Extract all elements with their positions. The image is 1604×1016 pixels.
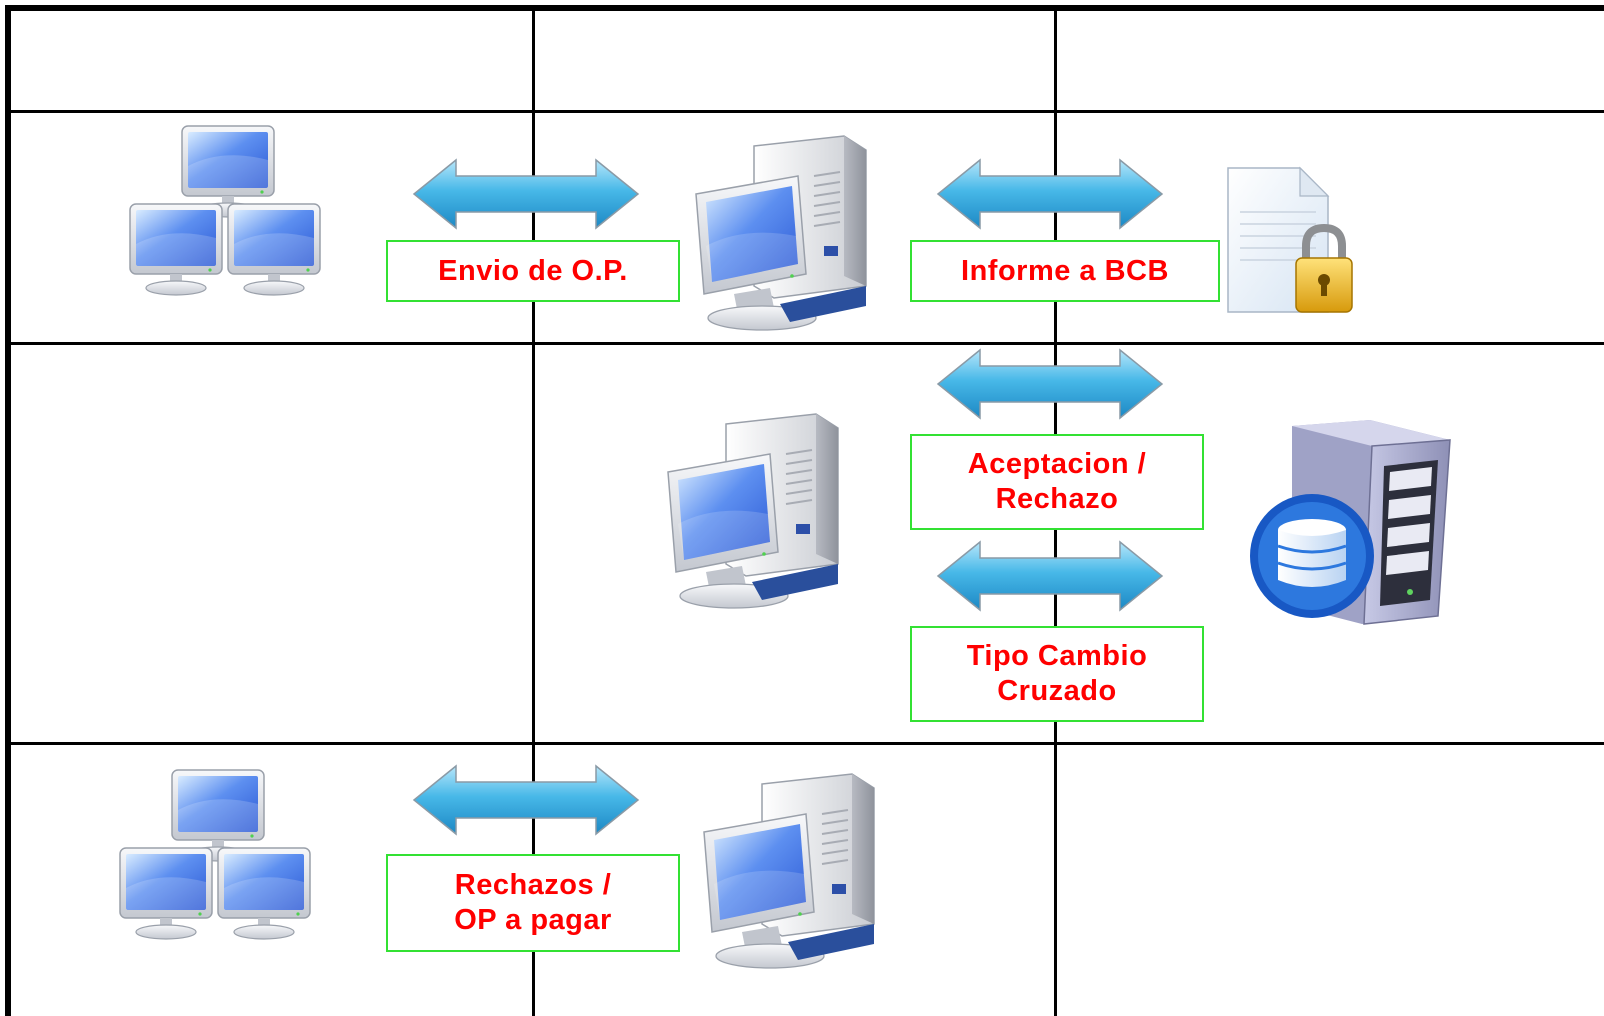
grid-left-border bbox=[5, 5, 11, 1016]
label-rechazos: Rechazos / OP a pagar bbox=[386, 854, 680, 952]
desktop-computer-icon bbox=[703, 773, 875, 969]
label-tipo-cambio: Tipo Cambio Cruzado bbox=[910, 626, 1204, 722]
desktop-computer-icon bbox=[667, 413, 839, 609]
double-arrow-icon bbox=[413, 765, 639, 835]
grid-top-border bbox=[5, 5, 1604, 11]
label-informe: Informe a BCB bbox=[910, 240, 1220, 302]
label-aceptacion: Aceptacion / Rechazo bbox=[910, 434, 1204, 530]
database-server-icon bbox=[1250, 420, 1451, 625]
grid-row-line bbox=[5, 342, 1604, 345]
network-computers-icon bbox=[120, 770, 310, 939]
label-envio: Envio de O.P. bbox=[386, 240, 680, 302]
desktop-computer-icon bbox=[695, 135, 867, 331]
locked-document-icon bbox=[1227, 166, 1353, 313]
grid-column-line bbox=[532, 5, 535, 1016]
network-computers-icon bbox=[130, 126, 320, 295]
double-arrow-icon bbox=[937, 349, 1163, 419]
grid-row-line bbox=[5, 110, 1604, 113]
double-arrow-icon bbox=[937, 159, 1163, 229]
double-arrow-icon bbox=[937, 541, 1163, 611]
grid-row-line bbox=[5, 742, 1604, 745]
double-arrow-icon bbox=[413, 159, 639, 229]
